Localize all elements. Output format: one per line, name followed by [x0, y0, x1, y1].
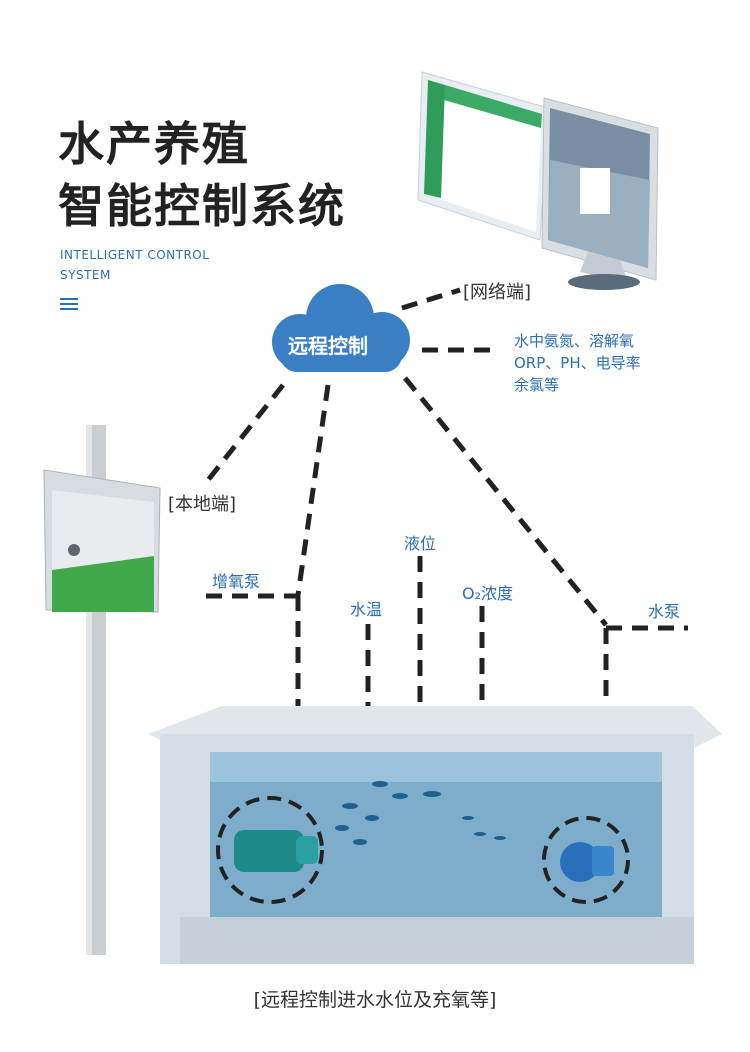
monitor-back — [417, 71, 549, 241]
subtitle-line-1: INTELLIGENT CONTROL — [60, 248, 210, 262]
fish-school — [335, 781, 506, 845]
water-pump — [542, 816, 630, 904]
subtitle-line-2: SYSTEM — [60, 268, 111, 282]
control-box — [43, 469, 161, 613]
sensor-note-line-2: ORP、PH、电导率 — [514, 354, 641, 372]
pump-label: 水泵 — [648, 602, 681, 621]
monitor-front — [541, 97, 659, 290]
level-label: 液位 — [404, 534, 437, 553]
menu-icon[interactable] — [60, 298, 78, 310]
sensor-note-line-1: 水中氨氮、溶解氧 — [514, 332, 635, 350]
pool — [148, 706, 722, 964]
cloud-shape — [272, 284, 410, 372]
temp-label: 水温 — [350, 600, 383, 619]
network-label: [网络端] — [463, 282, 532, 303]
local-label: [本地端] — [168, 494, 237, 515]
o2-label: O₂浓度 — [462, 584, 514, 603]
caption: [远程控制进水水位及充氧等] — [253, 989, 497, 1011]
page-title-line-1: 水产养殖 — [58, 117, 250, 171]
sensor-note-line-3: 余氯等 — [514, 376, 560, 394]
sensor-note: 水中氨氮、溶解氧 ORP、PH、电导率 余氯等 — [514, 330, 641, 396]
cloud-label: 远程控制 — [288, 334, 368, 358]
page-title-line-2: 智能控制系统 — [58, 179, 346, 233]
aerator-label: 增氧泵 — [212, 572, 261, 591]
aerator-pump — [216, 796, 324, 904]
